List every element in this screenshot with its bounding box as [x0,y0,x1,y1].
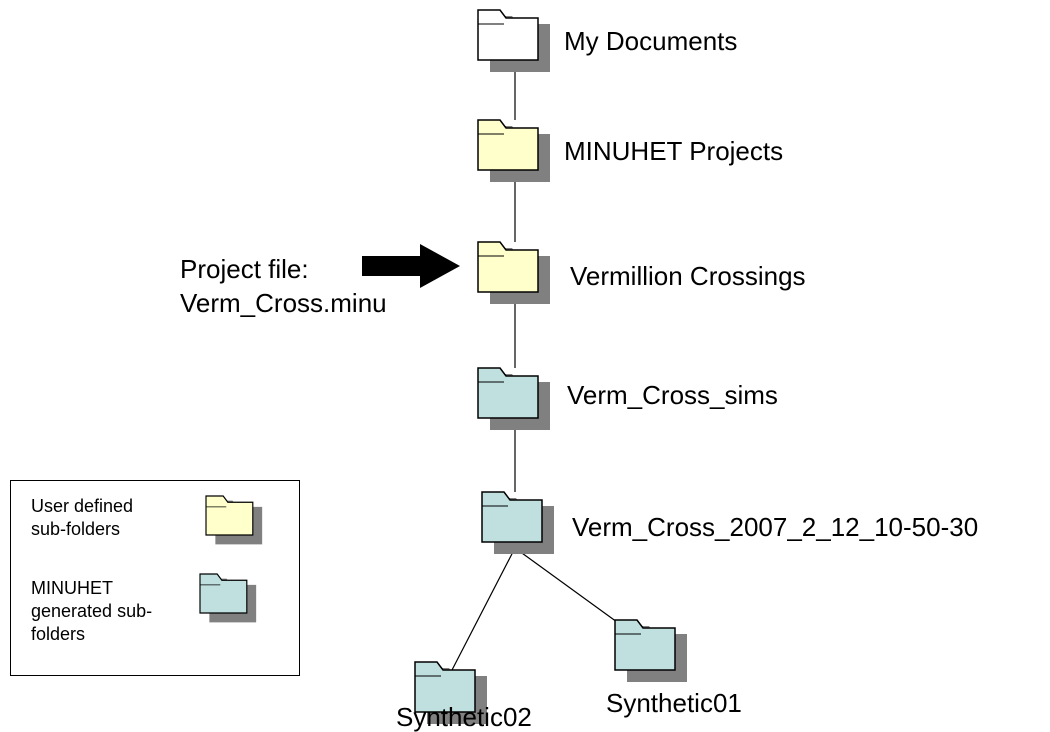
verm-cross-run-label: Verm_Cross_2007_2_12_10-50-30 [572,512,979,542]
synthetic02-folder-icon [414,661,487,724]
legend-user-folder-icon [205,495,263,545]
minuhet-projects-folder-icon [477,119,550,182]
legend-minuhet-generated-text: MINUHET generated sub- folders [31,578,153,644]
vermillion-crossings-folder-icon [477,241,550,304]
legend: User defined sub-folders MINUHET generat… [10,480,300,676]
legend-user-defined-text: User defined sub-folders [31,496,134,539]
folders [199,9,687,724]
connector-line [514,547,629,631]
vermillion-crossings-label: Vermillion Crossings [570,261,806,291]
verm-cross-run-folder-icon [481,491,554,554]
verm-cross-sims-folder-icon [477,367,550,430]
project-file-annotation: Project file: Verm_Cross.minu [180,252,387,320]
right-arrow-icon [362,244,460,288]
connector-line [451,547,516,671]
project-file-caption: Project file: [180,254,309,284]
project-file-name: Verm_Cross.minu [180,288,387,318]
tree-connectors [451,68,629,671]
synthetic02-label: Synthetic02 [396,702,532,732]
legend-generated-folder-icon [199,573,257,623]
my-documents-folder-icon [477,9,550,72]
minuhet-projects-label: MINUHET Projects [564,136,784,166]
synthetic01-label: Synthetic01 [606,688,742,718]
verm-cross-sims-label: Verm_Cross_sims [567,380,778,410]
synthetic01-folder-icon [614,619,687,682]
my-documents-label: My Documents [564,26,738,56]
